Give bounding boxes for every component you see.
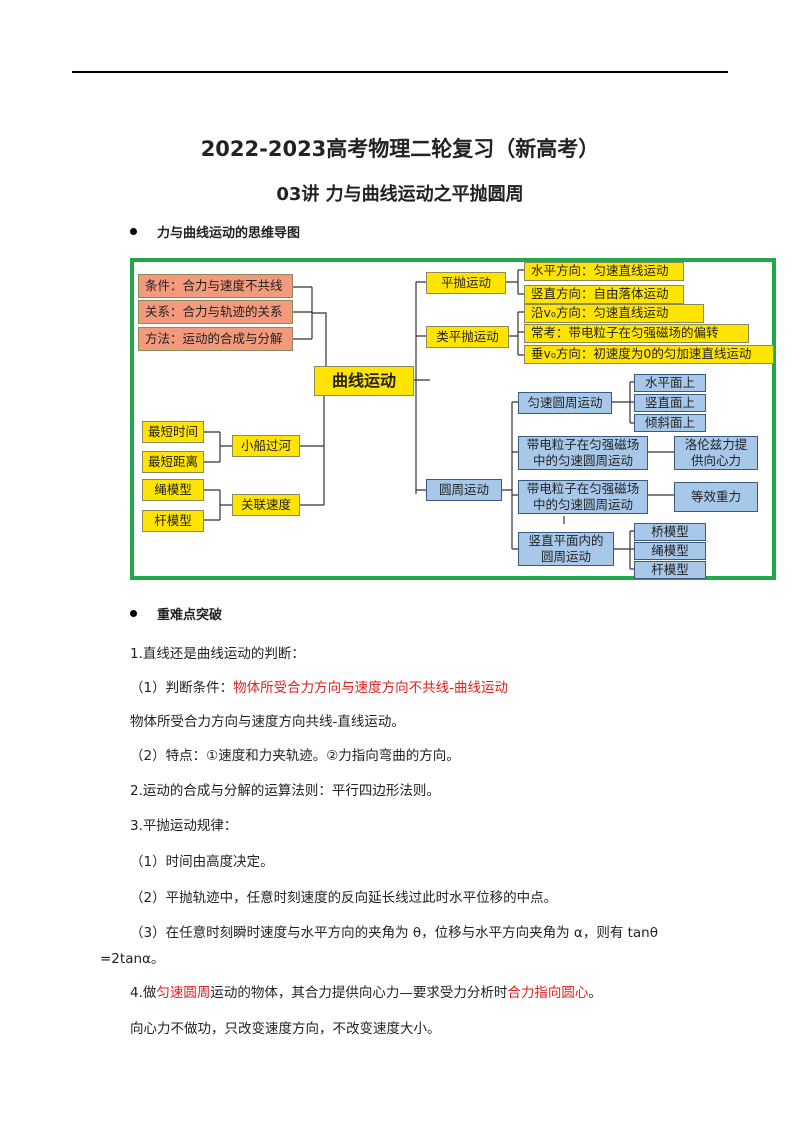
paragraph: （1）时间由高度决定。 bbox=[130, 854, 274, 870]
header-rule bbox=[72, 71, 728, 73]
para-text: 运动的物体，其合力提供向心力—要求受力分析时 bbox=[210, 985, 508, 1001]
highlight-text: 物体所受合力方向与速度方向不共线-曲线运动 bbox=[233, 680, 508, 696]
paragraph: （2）特点：①速度和力夹轨迹。②力指向弯曲的方向。 bbox=[130, 748, 460, 764]
section-heading-text: 重难点突破 bbox=[157, 608, 223, 623]
section-heading-mindmap: 力与曲线运动的思维导图 bbox=[130, 222, 300, 241]
para-text: 。 bbox=[588, 985, 602, 1001]
mindmap-equivalent-gravity: 等效重力 bbox=[674, 482, 758, 512]
mindmap-shortest-time: 最短时间 bbox=[142, 421, 204, 443]
section-heading-text: 力与曲线运动的思维导图 bbox=[157, 226, 301, 241]
mindmap-linked-velocity: 关联速度 bbox=[232, 494, 300, 516]
mindmap-projectile-horizontal: 水平方向：匀速直线运动 bbox=[524, 262, 684, 281]
paragraph: （1）判断条件：物体所受合力方向与速度方向不共线-曲线运动 bbox=[130, 676, 508, 696]
section-heading-key-points: 重难点突破 bbox=[130, 604, 222, 623]
mindmap-rope-model: 绳模型 bbox=[142, 479, 204, 501]
mindmap-boat-crossing: 小船过河 bbox=[232, 435, 300, 457]
mindmap-condition: 条件：合力与速度不共线 bbox=[138, 274, 293, 298]
paragraph: （3）在任意时刻瞬时速度与水平方向的夹角为 θ，位移与水平方向夹角为 α，则有 … bbox=[130, 925, 659, 941]
paragraph: 物体所受合力方向与速度方向共线-直线运动。 bbox=[130, 714, 405, 730]
paragraph: 向心力不做功，只改变速度方向，不改变速度大小。 bbox=[130, 1021, 441, 1037]
mindmap-bridge-model: 桥模型 bbox=[634, 523, 706, 541]
mindmap-connectors bbox=[204, 269, 674, 570]
paragraph: 3.平抛运动规律： bbox=[130, 818, 238, 834]
bullet-icon bbox=[130, 228, 137, 235]
mindmap-quasi-common: 常考：带电粒子在匀强磁场的偏转 bbox=[524, 324, 749, 343]
para-text: 4.做 bbox=[130, 985, 157, 1001]
mindmap-charged-circular-1: 带电粒子在匀强磁场 中的匀速圆周运动 bbox=[518, 436, 648, 470]
page-title: 2022-2023高考物理二轮复习（新高考） bbox=[200, 137, 600, 161]
mindmap-rod-model: 杆模型 bbox=[142, 510, 204, 532]
highlight-text: 匀速圆周 bbox=[156, 985, 211, 1001]
mindmap-inclined-plane: 倾斜面上 bbox=[634, 414, 706, 432]
mindmap-vertical-plane: 竖直面上 bbox=[634, 394, 706, 412]
page-subtitle: 03讲 力与曲线运动之平抛圆周 bbox=[276, 184, 524, 205]
mindmap-quasi-v0: 沿v₀方向：匀速直线运动 bbox=[524, 304, 704, 323]
highlight-text: 合力指向圆心 bbox=[507, 985, 589, 1001]
mindmap-quasi-perp: 垂v₀方向：初速度为0的匀加速直线运动 bbox=[524, 345, 774, 364]
mindmap-uniform-circular: 匀速圆周运动 bbox=[518, 392, 612, 414]
paragraph: =2tanα。 bbox=[100, 951, 165, 967]
bullet-icon bbox=[130, 610, 137, 617]
mindmap-rod-model-2: 杆模型 bbox=[634, 561, 706, 579]
paragraph: （2）平抛轨迹中，任意时刻速度的反向延长线过此时水平位移的中点。 bbox=[130, 890, 558, 906]
mindmap-projectile: 平抛运动 bbox=[426, 272, 506, 294]
mindmap-frame: 条件：合力与速度不共线 关系：合力与轨迹的关系 方法：运动的合成与分解 曲线运动… bbox=[130, 258, 776, 580]
mindmap-method: 方法：运动的合成与分解 bbox=[138, 327, 293, 351]
paragraph: 1.直线还是曲线运动的判断： bbox=[130, 646, 305, 662]
mindmap-vertical-circular: 竖直平面内的 圆周运动 bbox=[518, 532, 614, 566]
mindmap-horizontal-plane: 水平面上 bbox=[634, 374, 706, 392]
mindmap-projectile-vertical: 竖直方向：自由落体运动 bbox=[524, 285, 684, 304]
mindmap-shortest-distance: 最短距离 bbox=[142, 451, 204, 473]
paragraph: 2.运动的合成与分解的运算法则：平行四边形法则。 bbox=[130, 783, 440, 799]
mindmap-charged-circular-2: 带电粒子在匀强磁场 中的匀速圆周运动 bbox=[518, 480, 648, 514]
paragraph: 4.做匀速圆周运动的物体，其合力提供向心力—要求受力分析时合力指向圆心。 bbox=[130, 981, 602, 1001]
mindmap-circular: 圆周运动 bbox=[426, 479, 502, 501]
mindmap-rope-model-2: 绳模型 bbox=[634, 542, 706, 560]
mindmap-relation: 关系：合力与轨迹的关系 bbox=[138, 300, 293, 324]
mindmap-lorentz-note: 洛伦兹力提 供向心力 bbox=[674, 436, 758, 470]
para-text: （1）判断条件： bbox=[130, 680, 234, 696]
mindmap-center: 曲线运动 bbox=[314, 366, 414, 396]
mindmap-quasi-projectile: 类平抛运动 bbox=[426, 326, 509, 348]
